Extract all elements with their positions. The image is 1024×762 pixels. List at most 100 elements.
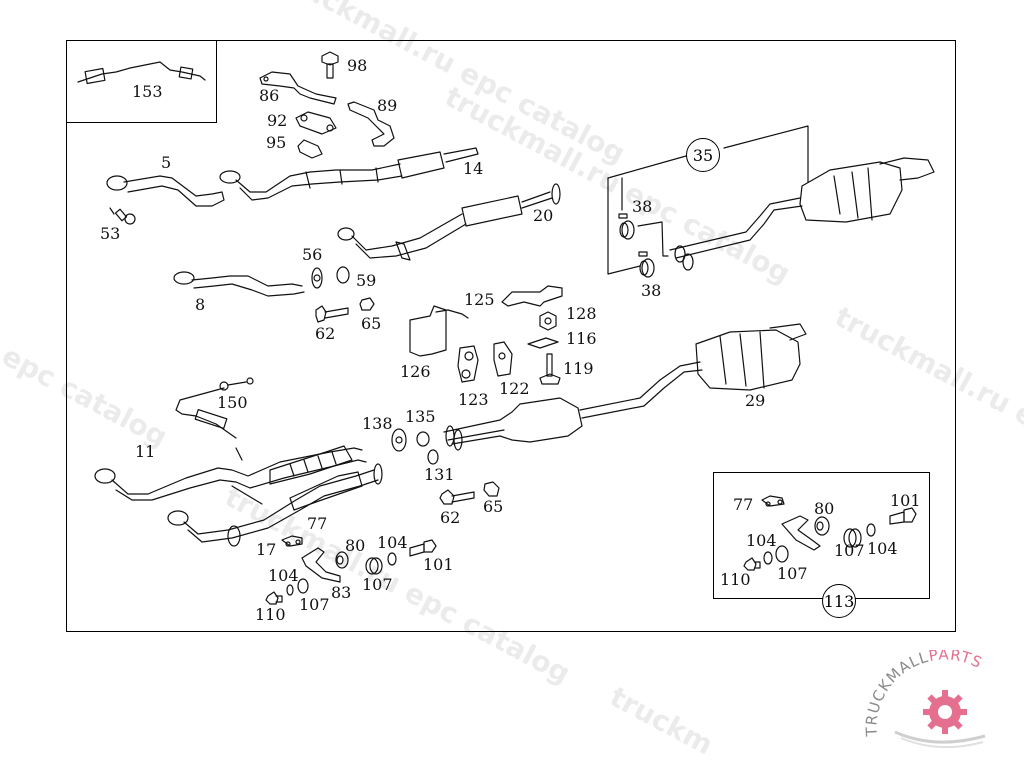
part-77-bracket[interactable] <box>761 495 785 507</box>
part-label-104[interactable]: 104 <box>746 531 777 550</box>
part-125-bracket[interactable] <box>501 285 563 307</box>
part-104-washer[interactable] <box>763 551 773 565</box>
part-62-bolt[interactable] <box>439 489 475 505</box>
part-label-56[interactable]: 56 <box>302 245 323 264</box>
part-label-131[interactable]: 131 <box>424 465 455 484</box>
part-83-bracket[interactable] <box>301 547 341 583</box>
part-38-clamp[interactable] <box>618 213 635 240</box>
part-107-bushing[interactable] <box>365 557 383 575</box>
part-label-119[interactable]: 119 <box>563 359 594 378</box>
part-label-107[interactable]: 107 <box>777 564 808 583</box>
part-label-153[interactable]: 153 <box>132 82 163 101</box>
part-131-ring[interactable] <box>427 449 439 465</box>
part-83-bracket[interactable] <box>781 515 821 551</box>
part-98-bolt[interactable] <box>321 51 339 79</box>
part-101-bolt[interactable] <box>889 507 917 525</box>
part-128-nut[interactable] <box>539 311 557 331</box>
part-65-nut[interactable] <box>359 297 375 311</box>
part-86-bracket[interactable] <box>259 71 337 105</box>
part-label-125[interactable]: 125 <box>464 290 495 309</box>
callout-35-rear-silencer[interactable]: 35 <box>686 138 720 172</box>
part-29-center-muffler[interactable] <box>443 323 807 451</box>
part-8-pipe[interactable] <box>173 271 305 297</box>
part-label-150[interactable]: 150 <box>217 393 248 412</box>
part-label-107[interactable]: 107 <box>299 595 330 614</box>
part-label-11[interactable]: 11 <box>135 442 156 461</box>
part-label-122[interactable]: 122 <box>499 379 530 398</box>
part-116-plate[interactable] <box>527 337 559 349</box>
part-101-bolt[interactable] <box>409 539 437 557</box>
part-label-65[interactable]: 65 <box>361 314 382 333</box>
part-label-80[interactable]: 80 <box>345 536 366 555</box>
part-65-nut[interactable] <box>483 481 500 497</box>
part-label-104[interactable]: 104 <box>268 566 299 585</box>
part-150-sensor[interactable] <box>175 377 254 439</box>
part-label-101[interactable]: 101 <box>890 491 921 510</box>
part-104-washer[interactable] <box>286 584 294 596</box>
part-104-washer[interactable] <box>387 552 397 566</box>
part-label-77[interactable]: 77 <box>307 514 328 533</box>
part-label-77[interactable]: 77 <box>733 495 754 514</box>
part-122-mount[interactable] <box>493 341 513 377</box>
part-label-138[interactable]: 138 <box>362 414 393 433</box>
part-38-clamp[interactable] <box>638 251 655 278</box>
part-35-rear-silencer[interactable] <box>607 125 935 275</box>
part-107-bushing[interactable] <box>843 528 862 548</box>
part-label-107[interactable]: 107 <box>834 541 865 560</box>
part-label-110[interactable]: 110 <box>255 605 286 624</box>
part-label-59[interactable]: 59 <box>356 271 377 290</box>
part-153-oxygen-sensor[interactable] <box>77 61 206 85</box>
part-label-38[interactable]: 38 <box>632 197 653 216</box>
part-label-65[interactable]: 65 <box>483 497 504 516</box>
part-119-bolt[interactable] <box>539 353 561 385</box>
truckmall-parts-logo[interactable]: TRUCKMALLPARTS <box>855 650 1024 750</box>
part-77-bracket[interactable] <box>281 535 303 547</box>
part-110-bolt[interactable] <box>743 557 761 571</box>
part-label-80[interactable]: 80 <box>814 499 835 518</box>
part-11-front-pipe[interactable] <box>94 445 367 501</box>
part-label-89[interactable]: 89 <box>377 96 398 115</box>
part-89-bracket[interactable] <box>347 101 395 147</box>
part-110-bolt[interactable] <box>265 591 283 605</box>
part-label-38[interactable]: 38 <box>641 281 662 300</box>
part-label-17[interactable]: 17 <box>256 540 277 559</box>
callout-113-mount-kit[interactable]: 113 <box>822 584 856 618</box>
part-95-clamp[interactable] <box>297 139 323 159</box>
part-17-front-pipe[interactable] <box>167 447 383 547</box>
part-label-98[interactable]: 98 <box>347 56 368 75</box>
part-label-53[interactable]: 53 <box>100 224 121 243</box>
part-56-gasket[interactable] <box>311 267 323 289</box>
part-123-mount[interactable] <box>457 345 479 383</box>
part-62-bolt[interactable] <box>315 305 349 323</box>
part-label-14[interactable]: 14 <box>463 159 484 178</box>
part-107-bushing[interactable] <box>775 545 789 563</box>
part-135-ring[interactable] <box>416 431 430 447</box>
part-label-62[interactable]: 62 <box>440 508 461 527</box>
part-label-116[interactable]: 116 <box>566 329 597 348</box>
part-label-8[interactable]: 8 <box>195 295 206 314</box>
part-label-104[interactable]: 104 <box>377 533 408 552</box>
part-138-gasket[interactable] <box>391 428 407 452</box>
part-label-5[interactable]: 5 <box>161 153 172 172</box>
part-label-123[interactable]: 123 <box>458 390 489 409</box>
part-label-86[interactable]: 86 <box>259 86 280 105</box>
part-80-bushing[interactable] <box>335 551 349 569</box>
part-label-92[interactable]: 92 <box>267 111 288 130</box>
part-92-clamp[interactable] <box>295 111 337 135</box>
part-label-104[interactable]: 104 <box>867 539 898 558</box>
part-label-20[interactable]: 20 <box>533 206 554 225</box>
part-126-hanger[interactable] <box>409 305 469 357</box>
part-label-110[interactable]: 110 <box>720 570 751 589</box>
part-14-pipe[interactable] <box>219 147 479 201</box>
part-label-29[interactable]: 29 <box>745 391 766 410</box>
part-label-62[interactable]: 62 <box>315 324 336 343</box>
part-label-128[interactable]: 128 <box>566 304 597 323</box>
part-20-pipe[interactable] <box>337 183 561 261</box>
part-label-83[interactable]: 83 <box>331 583 352 602</box>
part-53-bolt[interactable] <box>109 207 136 225</box>
part-107-bushing[interactable] <box>297 578 309 594</box>
part-5-pipe[interactable] <box>106 175 225 207</box>
part-label-95[interactable]: 95 <box>266 133 287 152</box>
part-label-101[interactable]: 101 <box>423 555 454 574</box>
part-label-126[interactable]: 126 <box>400 362 431 381</box>
